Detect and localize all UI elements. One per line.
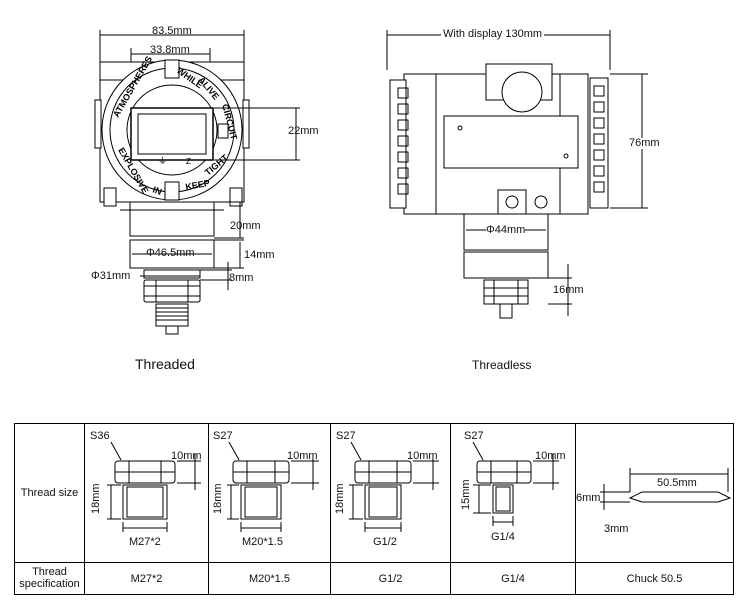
thread-cell-4: S27 10mm 15mm G1/4: [450, 423, 576, 563]
hex-size: S27: [336, 430, 356, 442]
spec-cell: M20*1.5: [208, 562, 331, 595]
thread-fitting-drawing: [227, 441, 319, 532]
dim-base-diameter: Φ31mm: [91, 270, 131, 282]
caption-threaded: Threaded: [135, 356, 195, 372]
chuck-width: 50.5mm: [656, 477, 698, 489]
chuck-thickness: 3mm: [604, 523, 629, 535]
dim-base-height: 8mm: [229, 272, 254, 284]
hex-size: S36: [90, 430, 110, 442]
dim-side-height: 76mm: [628, 137, 661, 149]
fitting-height: 15mm: [460, 479, 472, 510]
front-view-drawing: ATMOSPHERES WHILE CIRCUIT ALIVE KEEP TIG…: [94, 30, 300, 335]
ring-text: KEEP: [185, 178, 211, 192]
dim-side-base-height: 16mm: [553, 284, 584, 296]
dim-collar-diameter: Φ46.5mm: [146, 247, 195, 259]
hex-size: S27: [213, 430, 233, 442]
row-label-thread-spec: Thread specification: [14, 562, 85, 595]
dim-display-width: 33.8mm: [150, 44, 190, 56]
spec-cell: Chuck 50.5: [575, 562, 734, 595]
thread-size: M20*1.5: [242, 536, 283, 548]
thread-size: M27*2: [129, 536, 161, 548]
thread-fitting-drawing: [472, 441, 559, 526]
dim-width-with-display: With display 130mm: [441, 28, 545, 40]
caption-threadless: Threadless: [472, 358, 532, 372]
spec-cell: G1/4: [450, 562, 576, 595]
nut-height: 10mm: [171, 450, 202, 462]
thread-cell-2: S27 10mm 18mm M20*1.5: [208, 423, 331, 563]
fitting-height: 18mm: [90, 483, 102, 514]
dim-width: 83.5mm: [152, 25, 192, 37]
side-view-drawing: [386, 30, 648, 319]
fitting-height: 18mm: [212, 483, 224, 514]
spec-cell: G1/2: [330, 562, 451, 595]
thread-cell-1: S36 10mm 18mm M27*2: [84, 423, 209, 563]
thread-size: G1/2: [373, 536, 397, 548]
chuck-height: 6mm: [576, 492, 601, 504]
nut-height: 10mm: [407, 450, 438, 462]
nut-height: 10mm: [287, 450, 318, 462]
dim-collar-height: 14mm: [244, 249, 275, 261]
row-label-thread-size: Thread size: [14, 423, 85, 563]
thread-fitting-drawing: [107, 441, 201, 532]
dim-display-height: 22mm: [288, 125, 319, 137]
thread-fitting-drawing: [349, 441, 439, 532]
chuck-cell: 50.5mm 6mm 3mm: [575, 423, 734, 563]
zero-icon: Z: [186, 157, 191, 166]
ground-icon: ⏚: [158, 156, 167, 166]
ring-text: IN: [151, 184, 163, 196]
dim-side-collar-diameter: Φ44mm: [486, 224, 526, 236]
thread-size: G1/4: [491, 531, 515, 543]
fitting-height: 18mm: [334, 483, 346, 514]
thread-spec-table: Thread size: [14, 423, 734, 595]
nut-height: 10mm: [535, 450, 566, 462]
dim-neck-height: 20mm: [230, 220, 261, 232]
thread-cell-3: S27 10mm 18mm G1/2: [330, 423, 451, 563]
spec-cell: M27*2: [84, 562, 209, 595]
chuck-drawing: [600, 468, 732, 510]
hex-size: S27: [464, 430, 484, 442]
